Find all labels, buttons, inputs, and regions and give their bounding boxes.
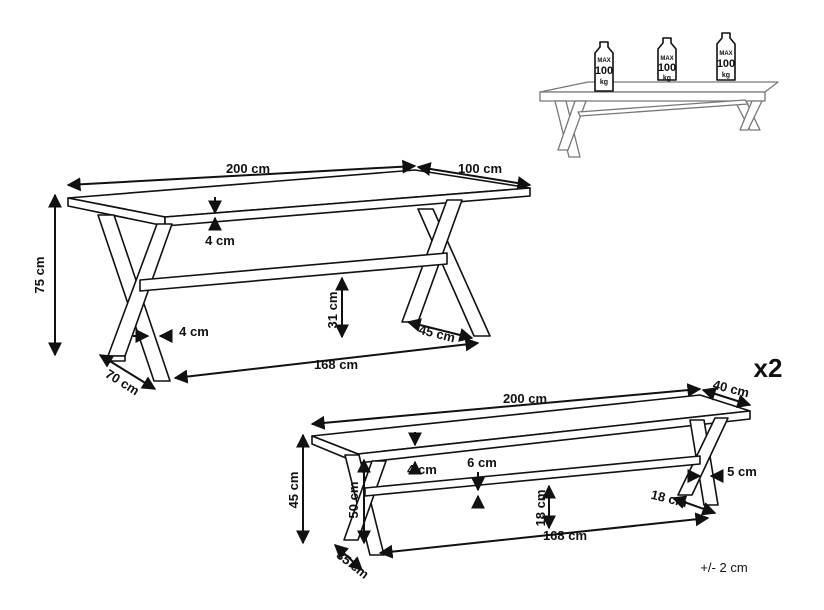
weight-unit: kg [600,79,608,86]
bench-drawing: x2 200 cm 40 cm 45 cm 50 cm 4 cm 6 cm 18… [286,353,782,582]
bench-height-label: 45 cm [286,472,301,509]
table-leg-thickness-label: 4 cm [179,324,209,339]
bench-end-depth-label: 35 cm [334,547,372,582]
table-length-label: 200 cm [226,161,270,176]
weight-icon: MAX 100 kg [657,37,677,82]
bench-leg-span-label: 168 cm [543,528,587,543]
bench-leg-thickness-label: 5 cm [727,464,757,479]
table-width-label: 100 cm [458,161,502,176]
small-bench-illustration [539,81,779,158]
tolerance-note: +/- 2 cm [700,560,747,575]
weight-icon: MAX 100 kg [594,41,614,92]
bench-quantity-label: x2 [754,353,783,383]
weight-unit: kg [722,72,730,79]
bench-top-thickness-label: 4 cm [407,462,437,477]
table-top-thickness-label: 4 cm [205,233,235,248]
table-end-depth-label: 70 cm [103,366,142,398]
weight-max-label: MAX [719,51,732,57]
table-leg-span-label: 168 cm [314,357,358,372]
table-drawing: 200 cm 100 cm 75 cm 4 cm 31 cm 4 cm 45 c… [32,159,532,398]
load-capacity-illustration: MAX 100 kg MAX 100 kg MAX 100 kg [539,32,779,158]
bench-stretcher-width-label: 6 cm [467,455,497,470]
bench-width-label: 40 cm [711,377,750,400]
weight-value: 100 [717,58,735,70]
bench-stretcher-height-label: 18 cm [533,490,548,527]
table-stretcher-height-label: 31 cm [325,292,340,329]
table-stretcher [139,252,448,292]
weight-max-label: MAX [660,56,673,62]
weight-value: 100 [658,62,676,74]
bench-leg-height-label: 50 cm [346,482,361,519]
weight-max-label: MAX [597,58,610,64]
weight-unit: kg [663,75,671,82]
bench-length-label: 200 cm [503,391,547,406]
table-foot-depth-label: 45 cm [417,322,456,345]
weight-value: 100 [595,65,613,77]
weight-icon: MAX 100 kg [716,32,736,81]
table-height-label: 75 cm [32,257,47,294]
